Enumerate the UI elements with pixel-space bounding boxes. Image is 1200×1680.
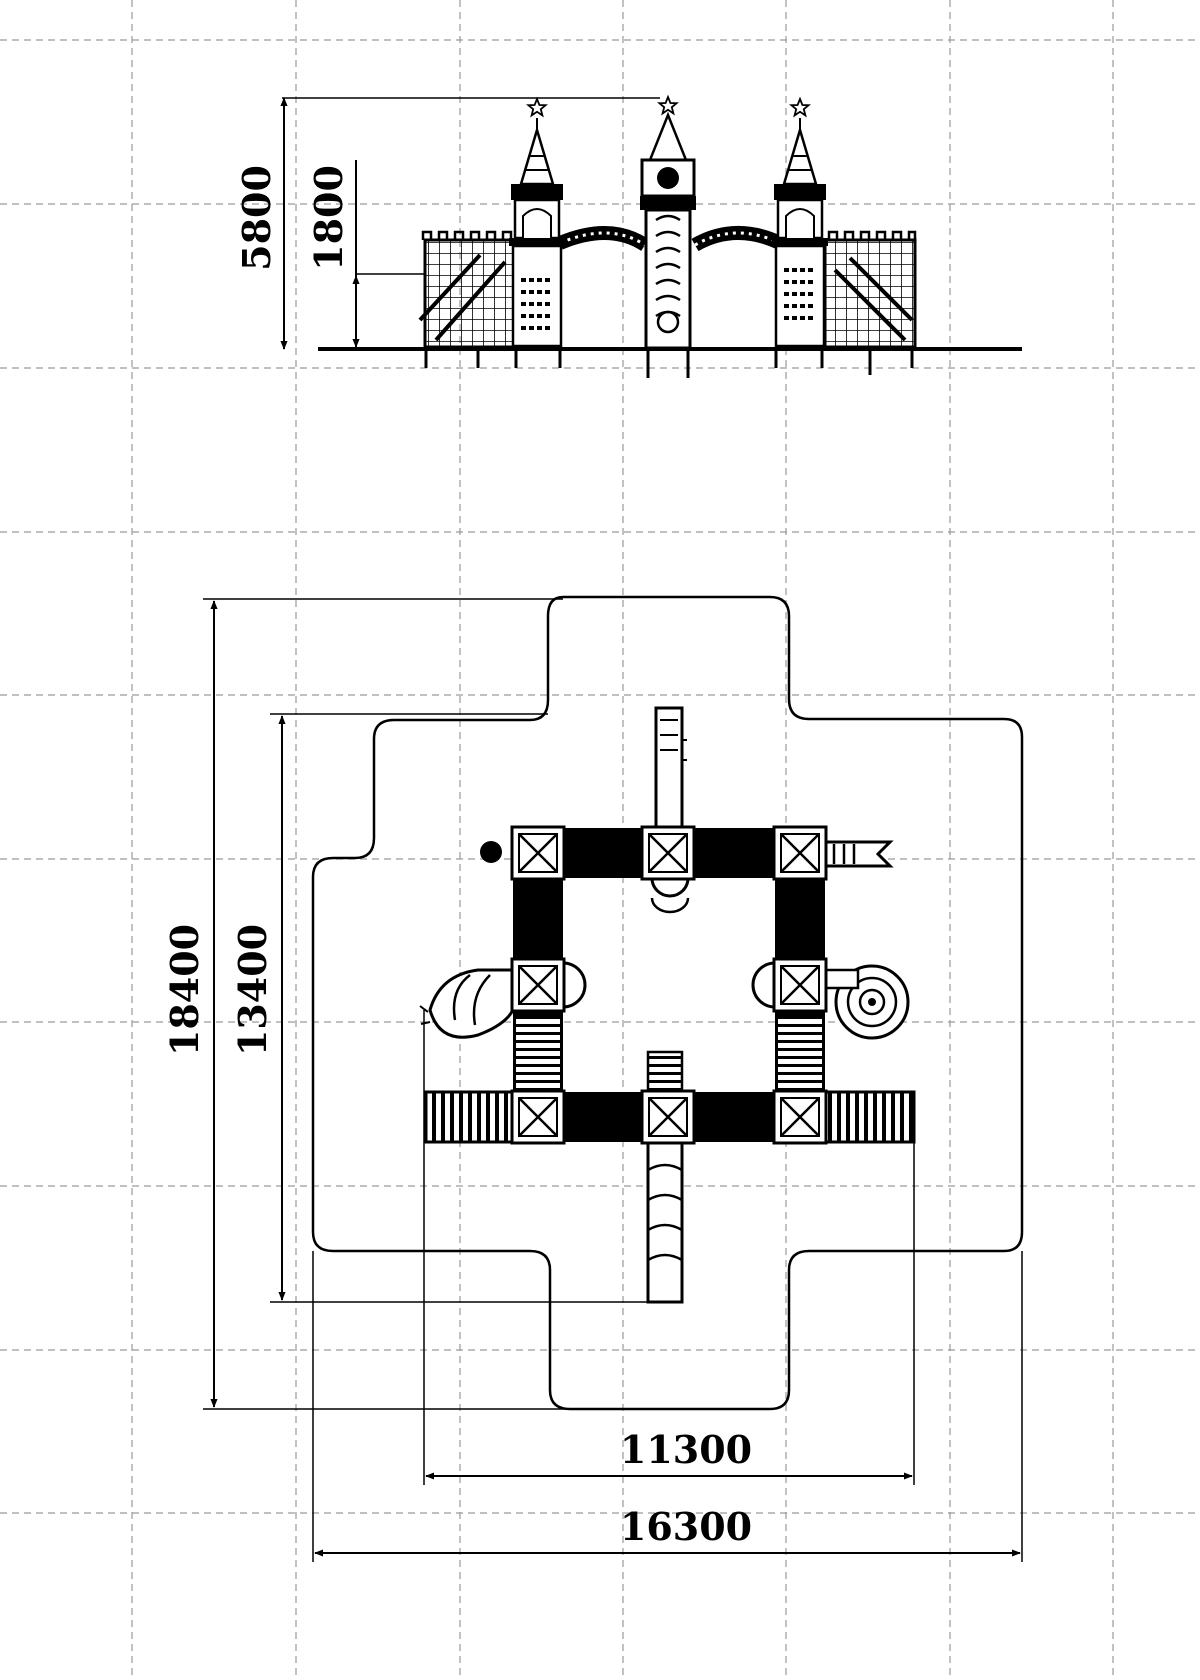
dim-plan-total-depth: 18400 xyxy=(162,924,207,1056)
elevation-view: 5800 1800 xyxy=(234,96,1022,378)
plan-view: 18400 13400 11300 16300 xyxy=(162,595,1024,1562)
dim-plan-total-width: 16300 xyxy=(620,1504,752,1549)
dim-elevation-platform-height: 1800 xyxy=(306,165,351,271)
dim-plan-structure-depth: 13400 xyxy=(230,924,275,1056)
dim-elevation-total-height: 5800 xyxy=(234,165,279,271)
safety-zone-outline xyxy=(311,595,1024,1411)
dim-plan-structure-width: 11300 xyxy=(620,1427,752,1472)
